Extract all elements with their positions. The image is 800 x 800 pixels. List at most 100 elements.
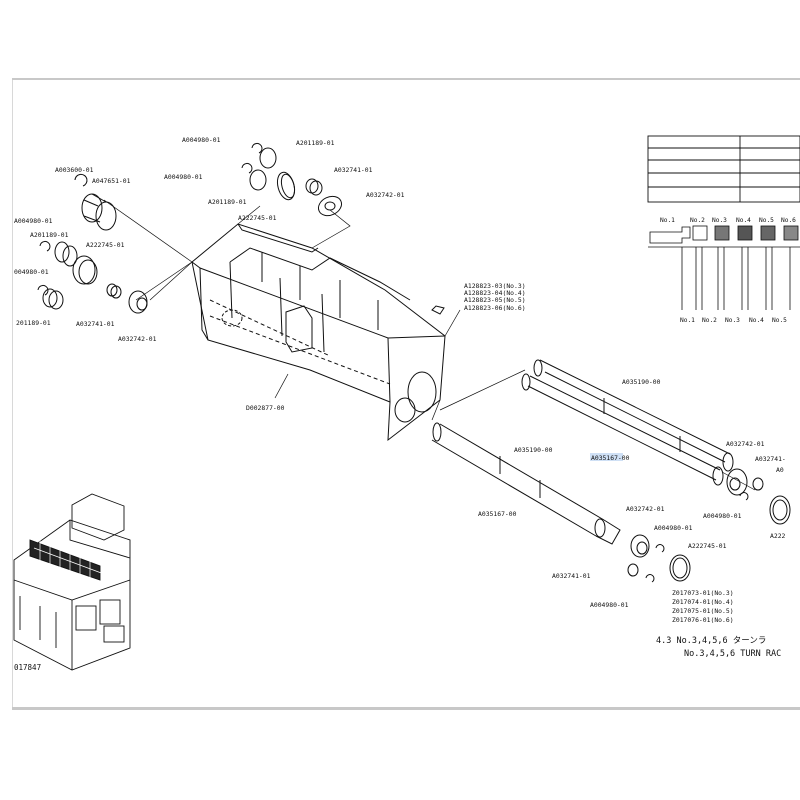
- page-top-border: [12, 78, 800, 80]
- label-004980-left: 004980-01: [14, 268, 49, 276]
- legend-no1-bottom: No.1: [680, 317, 695, 324]
- bushing-upper-icon: [752, 477, 764, 491]
- swatch-no2: [692, 225, 708, 241]
- page-left-border: [12, 80, 13, 707]
- e-clip-lower-icon: [655, 544, 665, 553]
- bushing-a032741-icon: [106, 283, 122, 299]
- legend-no2-top: No.2: [690, 217, 705, 224]
- label-a035190-upper: A035190-00: [622, 378, 661, 386]
- e-clip-icon-4: [251, 142, 263, 154]
- swatch-no1: [649, 226, 691, 244]
- label-a032742-top: A032742-01: [366, 191, 405, 199]
- drive-gear-upper-icon: [726, 468, 748, 496]
- label-a032741-lower: A032741-01: [552, 572, 591, 580]
- label-a222745-left: A222745-01: [86, 241, 125, 249]
- gear-a201189-icon-2: [42, 288, 64, 310]
- swatch-no6: [783, 225, 799, 241]
- label-a222745-top: A222745-01: [238, 214, 277, 222]
- legend-no4-top: No.4: [736, 217, 751, 224]
- label-a032741-left: A032741-01: [76, 320, 115, 328]
- label-a201189-top1: A201189-01: [296, 139, 335, 147]
- labels: A003600-01 A047651-01 A004980-01 A201189…: [14, 136, 786, 672]
- label-variant-6: Z017076-01(No.6): [672, 616, 734, 624]
- label-a035167-upper: A035167-00: [591, 454, 630, 462]
- legend-no6-top: No.6: [781, 217, 796, 224]
- label-tank-variant-6: A128823-06(No.6): [464, 304, 526, 312]
- toothed-ring-a222745-icon: [72, 255, 98, 285]
- swatch-no4: [737, 225, 753, 241]
- figure-number: 017847: [14, 663, 41, 672]
- label-a032741-upper: A032741-: [755, 455, 786, 463]
- bushing-lower-icon: [627, 563, 639, 577]
- toothed-ring-a222745-top-icon: [276, 171, 296, 201]
- tank-body: [191, 223, 446, 442]
- label-a004980-top1: A004980-01: [182, 136, 221, 144]
- label-a035190-lower: A035190-00: [514, 446, 553, 454]
- gear-a201189-top-icon: [259, 147, 277, 169]
- legend-no5-bottom: No.5: [772, 317, 787, 324]
- gear-a201189-top2-icon: [249, 169, 267, 191]
- label-a004980-lower-b: A004980-01: [590, 601, 629, 609]
- label-a0-partial: A0: [776, 466, 784, 474]
- top-gear-assembly: [241, 142, 343, 217]
- label-a004980-left: A004980-01: [14, 217, 53, 225]
- legend-no5-top: No.5: [759, 217, 774, 224]
- caption-line2: No.3,4,5,6 TURN RAC: [684, 649, 781, 659]
- page-bottom-border: [12, 707, 800, 710]
- e-clip-icon-3: [37, 284, 49, 296]
- caption-line1: 4.3 No.3,4,5,6 ターンラ: [656, 636, 766, 646]
- label-a004980-lower-a: A004980-01: [654, 524, 693, 532]
- highlight-a035167: [590, 453, 623, 461]
- label-a035167-lower: A035167-00: [478, 510, 517, 518]
- legend-no3-top: No.3: [712, 217, 727, 224]
- label-tank: D002877-00: [246, 404, 285, 412]
- upper-roller: [521, 359, 791, 525]
- swatch-no5: [760, 225, 776, 241]
- bushing-a032741-top-icon: [305, 178, 323, 196]
- cam-a032742-icon: [128, 290, 148, 314]
- label-tank-variant-5: A128823-05(No.5): [464, 296, 526, 304]
- legend-table: [647, 135, 800, 203]
- legend-no3-bottom: No.3: [725, 317, 740, 324]
- label-a032742-upper: A032742-01: [726, 440, 765, 448]
- label-a047651: A047651-01: [92, 177, 131, 185]
- label-a222745-lower: A222745-01: [688, 542, 727, 550]
- gear-a047651-icon: [81, 193, 117, 231]
- label-201189-left: 201189-01: [16, 319, 51, 327]
- label-a003600: A003600-01: [55, 166, 94, 174]
- toothed-ring-upper-icon: [769, 495, 791, 525]
- label-tank-variant-3: A128823-03(No.3): [464, 282, 526, 290]
- label-a032742-left: A032742-01: [118, 335, 157, 343]
- toothed-ring-lower-icon: [669, 554, 691, 582]
- leader-lines: [103, 199, 756, 491]
- gear-a201189-icon: [54, 241, 78, 267]
- label-variant-5: Z017075-01(No.5): [672, 607, 734, 615]
- machine-overview: [13, 493, 131, 671]
- label-a004980-top2: A004980-01: [164, 173, 203, 181]
- label-a032742-lower: A032742-01: [626, 505, 665, 513]
- e-clip-upper-icon: [739, 492, 749, 501]
- swatch-no3: [714, 225, 730, 241]
- left-gear-assembly: [37, 173, 148, 314]
- e-clip-icon: [74, 173, 88, 187]
- label-a032741-top: A032741-01: [334, 166, 373, 174]
- lower-roller: [431, 422, 691, 583]
- label-a201189-left: A201189-01: [30, 231, 69, 239]
- legend-swatches: No.1 No.2 No.3 No.4 No.5 No.6 No.1 No.2 …: [648, 217, 800, 324]
- label-variant-4: Z017074-01(No.4): [672, 598, 734, 606]
- e-clip-icon-2: [39, 240, 51, 252]
- label-tank-variant-4: A128823-04(No.4): [464, 289, 526, 297]
- label-a222-partial: A222: [770, 532, 786, 540]
- e-clip-lower-icon-2: [645, 574, 655, 583]
- label-a201189-top2: A201189-01: [208, 198, 247, 206]
- cam-lower-icon: [630, 534, 650, 558]
- cam-a032742-top-icon: [317, 195, 343, 217]
- label-a004980-upper: A004980-01: [703, 512, 742, 520]
- legend-no1-top: No.1: [660, 217, 675, 224]
- legend-no2-bottom: No.2: [702, 317, 717, 324]
- label-variant-3: Z017073-01(No.3): [672, 589, 734, 597]
- legend-no4-bottom: No.4: [749, 317, 764, 324]
- e-clip-icon-5: [241, 162, 253, 174]
